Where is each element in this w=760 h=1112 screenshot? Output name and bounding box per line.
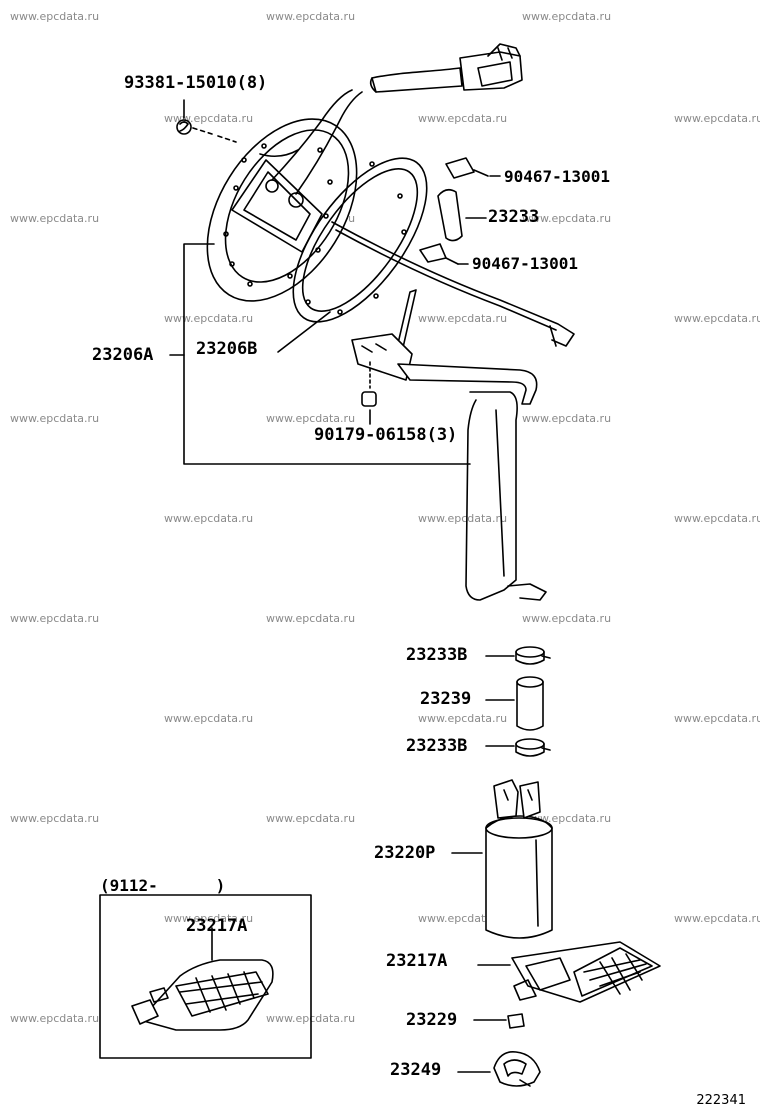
retainer-part (493, 1051, 541, 1087)
watermark-text: www.epcdata.ru (418, 512, 508, 525)
watermark-text: www.epcdata.ru (418, 712, 508, 725)
watermark-text: www.epcdata.ru (674, 112, 760, 125)
watermark-text: www.epcdata.ru (10, 1012, 100, 1025)
watermark-text: www.epcdata.ru (266, 812, 356, 825)
label-clip-bottom: 90467-13001 (472, 254, 578, 273)
watermark-text: www.epcdata.ru (418, 312, 508, 325)
watermark-text: www.epcdata.ru (266, 612, 356, 625)
watermark-text: www.epcdata.ru (674, 312, 760, 325)
watermark-text: www.epcdata.ru (522, 412, 612, 425)
screw-part (176, 119, 237, 143)
watermark-text: www.epcdata.ru (164, 512, 254, 525)
fuel-pump (485, 779, 553, 939)
label-retainer-23249: 23249 (390, 1060, 442, 1080)
hose-assembly-top (419, 157, 489, 265)
watermark-text: www.epcdata.ru (266, 10, 356, 23)
label-gauge-23206A: 23206A (92, 345, 154, 365)
label-inset-filter-23217A: 23217A (186, 916, 248, 936)
label-screw: 93381-15010(8) (124, 73, 268, 93)
figure-number: 222341 (696, 1093, 746, 1108)
watermark-text: www.epcdata.ru (10, 412, 100, 425)
watermark-text: www.epcdata.ru (164, 312, 254, 325)
watermark-text: www.epcdata.ru (266, 412, 356, 425)
label-nut: 90179-06158(3) (314, 425, 458, 445)
cushion-part (507, 1013, 525, 1029)
watermark-text: www.epcdata.ru (418, 112, 508, 125)
watermark-text: www.epcdata.ru (522, 612, 612, 625)
watermark-text: www.epcdata.ru (10, 10, 100, 23)
watermark-text: www.epcdata.ru (522, 10, 612, 23)
inset-date-range: (9112- ) (100, 876, 226, 895)
wire-connector (369, 43, 523, 93)
label-gasket-23206B: 23206B (196, 339, 258, 359)
label-clip-top: 90467-13001 (504, 167, 610, 186)
gasket-ring (277, 157, 428, 353)
label-hose-23233: 23233 (488, 207, 540, 227)
label-filter-23217A: 23217A (386, 951, 448, 971)
label-clamp-bottom: 23233B (406, 736, 468, 756)
watermark-text: www.epcdata.ru (164, 912, 254, 925)
watermark-text: www.epcdata.ru (164, 712, 254, 725)
float-arm (331, 221, 575, 347)
label-pump-23220P: 23220P (374, 843, 436, 863)
label-cushion-23229: 23229 (406, 1010, 458, 1030)
inset-box (99, 894, 312, 1059)
watermark-text: www.epcdata.ru (674, 712, 760, 725)
watermark-text: www.epcdata.ru (674, 912, 760, 925)
watermark-text: www.epcdata.ru (674, 512, 760, 525)
label-hose-23239: 23239 (420, 689, 472, 709)
watermark-text: www.epcdata.ru (10, 612, 100, 625)
hose-assembly-bottom (515, 646, 551, 757)
gauge-flange (206, 89, 363, 302)
watermark-text: www.epcdata.ru (418, 912, 508, 925)
gauge-bracket (351, 289, 547, 601)
watermark-text: www.epcdata.ru (522, 212, 612, 225)
watermark-text: www.epcdata.ru (10, 812, 100, 825)
fuel-filter (511, 941, 661, 1003)
watermark-text: www.epcdata.ru (10, 212, 100, 225)
label-clamp-top: 23233B (406, 645, 468, 665)
leader-lines (169, 99, 515, 1073)
